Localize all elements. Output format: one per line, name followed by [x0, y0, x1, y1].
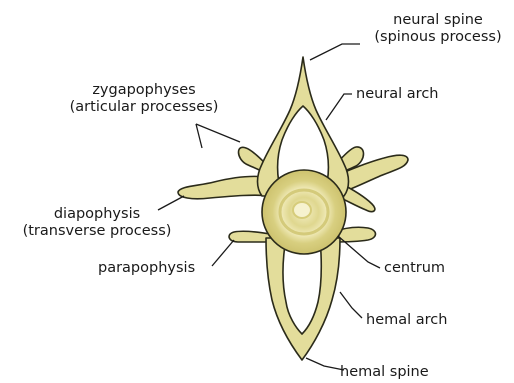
neural-spine-name: neural spine [358, 12, 514, 29]
hemal-arch-name: hemal arch [366, 312, 447, 329]
label-parapophysis: parapophysis [98, 260, 195, 277]
leader-parapophysis [212, 240, 234, 266]
label-hemal-spine: hemal spine [340, 364, 429, 381]
hemal-spine-name: hemal spine [340, 364, 429, 381]
label-hemal-arch: hemal arch [366, 312, 447, 329]
leader-zygapophyses-left [196, 124, 202, 148]
leader-neural-arch [326, 94, 352, 120]
neural-arch-name: neural arch [356, 86, 438, 103]
hemal-arch-shape [266, 238, 340, 360]
leader-hemal-arch [340, 292, 362, 318]
zygapophyses-name: zygapophyses [44, 82, 244, 99]
diapophysis-alt: (transverse process) [2, 223, 192, 240]
label-zygapophyses: zygapophyses (articular processes) [44, 82, 244, 116]
leader-zygapophyses-right [196, 124, 240, 142]
leader-neural-spine [310, 44, 360, 60]
leader-hemal-spine [306, 358, 344, 370]
label-centrum: centrum [384, 260, 445, 277]
label-diapophysis: diapophysis (transverse process) [2, 206, 192, 240]
zygapophyses-alt: (articular processes) [44, 99, 244, 116]
label-neural-arch: neural arch [356, 86, 438, 103]
centrum-name: centrum [384, 260, 445, 277]
centrum-core [293, 202, 311, 218]
neural-spine-alt: (spinous process) [358, 29, 514, 46]
diapophysis-name: diapophysis [2, 206, 192, 223]
label-neural-spine: neural spine (spinous process) [358, 12, 514, 46]
parapophysis-name: parapophysis [98, 260, 195, 277]
